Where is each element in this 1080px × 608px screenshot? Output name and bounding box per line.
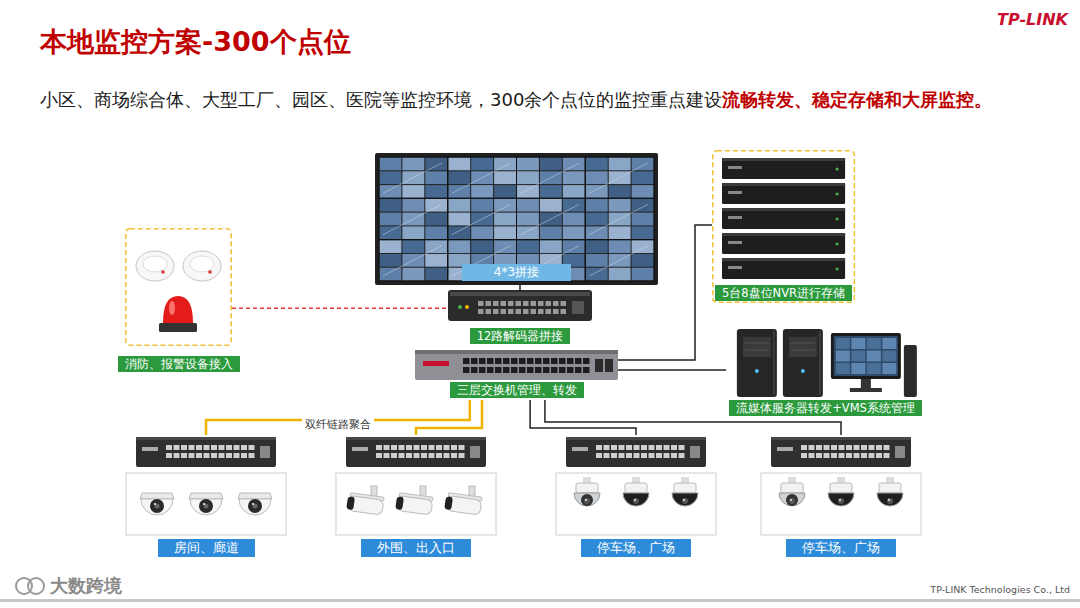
server-group: 流媒体服务器转发+VMS系统管理 xyxy=(726,325,925,418)
link-label: 双纤链路聚合 xyxy=(302,418,374,431)
core-switch: 三层交换机管理、转发 xyxy=(415,350,618,400)
network-link xyxy=(232,308,448,309)
intro-highlight: 流畅转发、稳定存储和大屏监控。 xyxy=(722,89,992,110)
decoder: 12路解码器拼接 xyxy=(448,290,592,346)
area-caption: 停车场、广场 xyxy=(581,539,691,557)
camera-group: 外围、出入口 xyxy=(335,435,497,558)
device-caption: 5台8盘位NVR进行存储 xyxy=(715,285,852,301)
network-link xyxy=(206,400,470,435)
watermark-logo xyxy=(16,578,44,594)
network-link xyxy=(519,285,521,290)
video-wall: 4*3拼接 xyxy=(375,153,658,285)
nvr-group-art xyxy=(712,150,855,303)
watermark: 大数跨境 xyxy=(50,574,122,598)
device-caption: 消防、报警设备接入 xyxy=(118,356,240,372)
camera-group: 房间、廊道 xyxy=(125,435,287,558)
brand-logo: TP-LINK xyxy=(900,10,1068,29)
camera-group: 停车场、广场 xyxy=(555,435,717,558)
slide-title: 本地监控方案-300个点位 xyxy=(40,24,351,60)
network-link xyxy=(618,225,712,360)
device-caption: 12路解码器拼接 xyxy=(470,328,571,344)
area-caption: 房间、廊道 xyxy=(158,539,255,557)
nvr-group: 5台8盘位NVR进行存储 xyxy=(712,150,855,303)
footer-bar xyxy=(0,599,1080,602)
intro-text: 小区、商场综合体、大型工厂、园区、医院等监控环境，300余个点位的监控重点建设 xyxy=(40,89,722,110)
device-caption: 4*3拼接 xyxy=(462,264,571,281)
area-caption: 停车场、广场 xyxy=(786,539,896,557)
footer-text: TP-LINK Technologies Co., Ltd xyxy=(820,584,1070,595)
area-caption: 外围、出入口 xyxy=(361,539,471,557)
network-link xyxy=(618,369,726,371)
alarm-group-art xyxy=(125,228,232,346)
device-caption: 流媒体服务器转发+VMS系统管理 xyxy=(729,400,922,416)
device-caption: 三层交换机管理、转发 xyxy=(450,382,584,398)
network-link xyxy=(416,400,482,435)
camera-group: 停车场、广场 xyxy=(760,435,922,558)
alarm-group: 消防、报警设备接入 xyxy=(125,228,232,346)
network-link xyxy=(530,400,636,435)
